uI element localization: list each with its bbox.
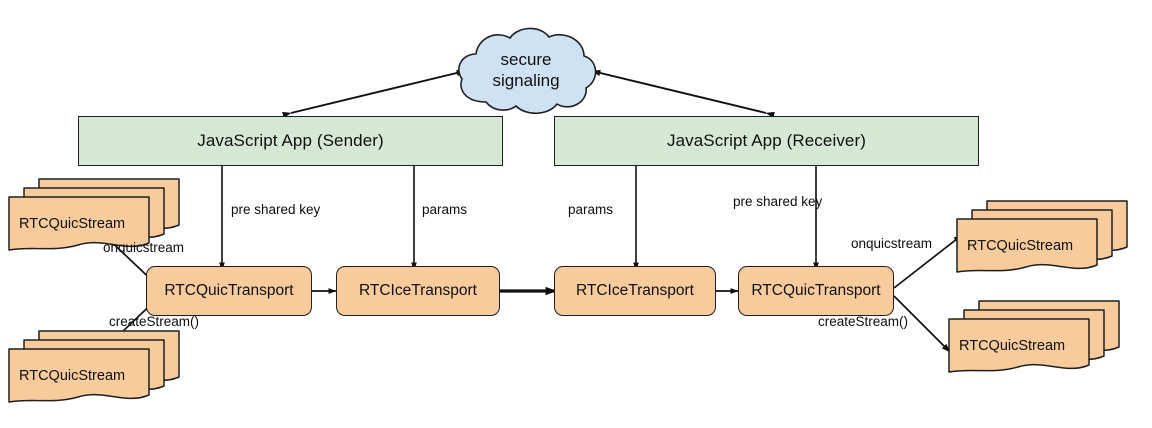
transport-box-ice-right-label: RTCIceTransport bbox=[575, 282, 694, 299]
edge-label-onquicstream-left: onquicstream bbox=[103, 240, 185, 255]
stream-stack-right-top[interactable]: RTCQuicStream bbox=[956, 200, 1146, 278]
transport-box-ice-left[interactable]: RTCIceTransport bbox=[336, 266, 500, 316]
stream-stack-left-bottom[interactable]: RTCQuicStream bbox=[8, 330, 198, 408]
edge-label-params-right: params bbox=[568, 202, 614, 217]
secure-signaling-cloud: secure signaling bbox=[452, 24, 600, 118]
transport-box-quic-left[interactable]: RTCQuicTransport bbox=[146, 266, 312, 316]
transport-box-quic-left-label: RTCQuicTransport bbox=[164, 282, 294, 299]
edge-label-createstream-right: createStream() bbox=[818, 314, 909, 329]
app-box-sender-label: JavaScript App (Sender) bbox=[197, 131, 384, 150]
edge-label-pre-shared-key-right: pre shared key bbox=[733, 194, 823, 209]
edge-label-onquicstream-right: onquicstream bbox=[851, 236, 933, 251]
stream-stack-right-bottom[interactable]: RTCQuicStream bbox=[948, 300, 1138, 378]
transport-box-ice-right[interactable]: RTCIceTransport bbox=[554, 266, 716, 316]
transport-box-quic-right-label: RTCQuicTransport bbox=[751, 282, 881, 299]
edge-label-createstream-left: createStream() bbox=[109, 314, 200, 329]
app-box-receiver-label: JavaScript App (Receiver) bbox=[666, 131, 867, 150]
transport-box-ice-left-label: RTCIceTransport bbox=[358, 282, 477, 299]
edge-label-pre-shared-key-left: pre shared key bbox=[231, 202, 321, 217]
transport-box-quic-right[interactable]: RTCQuicTransport bbox=[738, 266, 894, 316]
edge-label-params-left: params bbox=[422, 202, 468, 217]
app-box-receiver[interactable]: JavaScript App (Receiver) bbox=[554, 116, 979, 166]
stream-sheet-front: RTCQuicStream bbox=[948, 318, 1090, 380]
stream-sheet-front: RTCQuicStream bbox=[8, 348, 150, 410]
stream-sheet-front: RTCQuicStream bbox=[956, 218, 1098, 280]
app-box-sender[interactable]: JavaScript App (Sender) bbox=[78, 116, 503, 166]
